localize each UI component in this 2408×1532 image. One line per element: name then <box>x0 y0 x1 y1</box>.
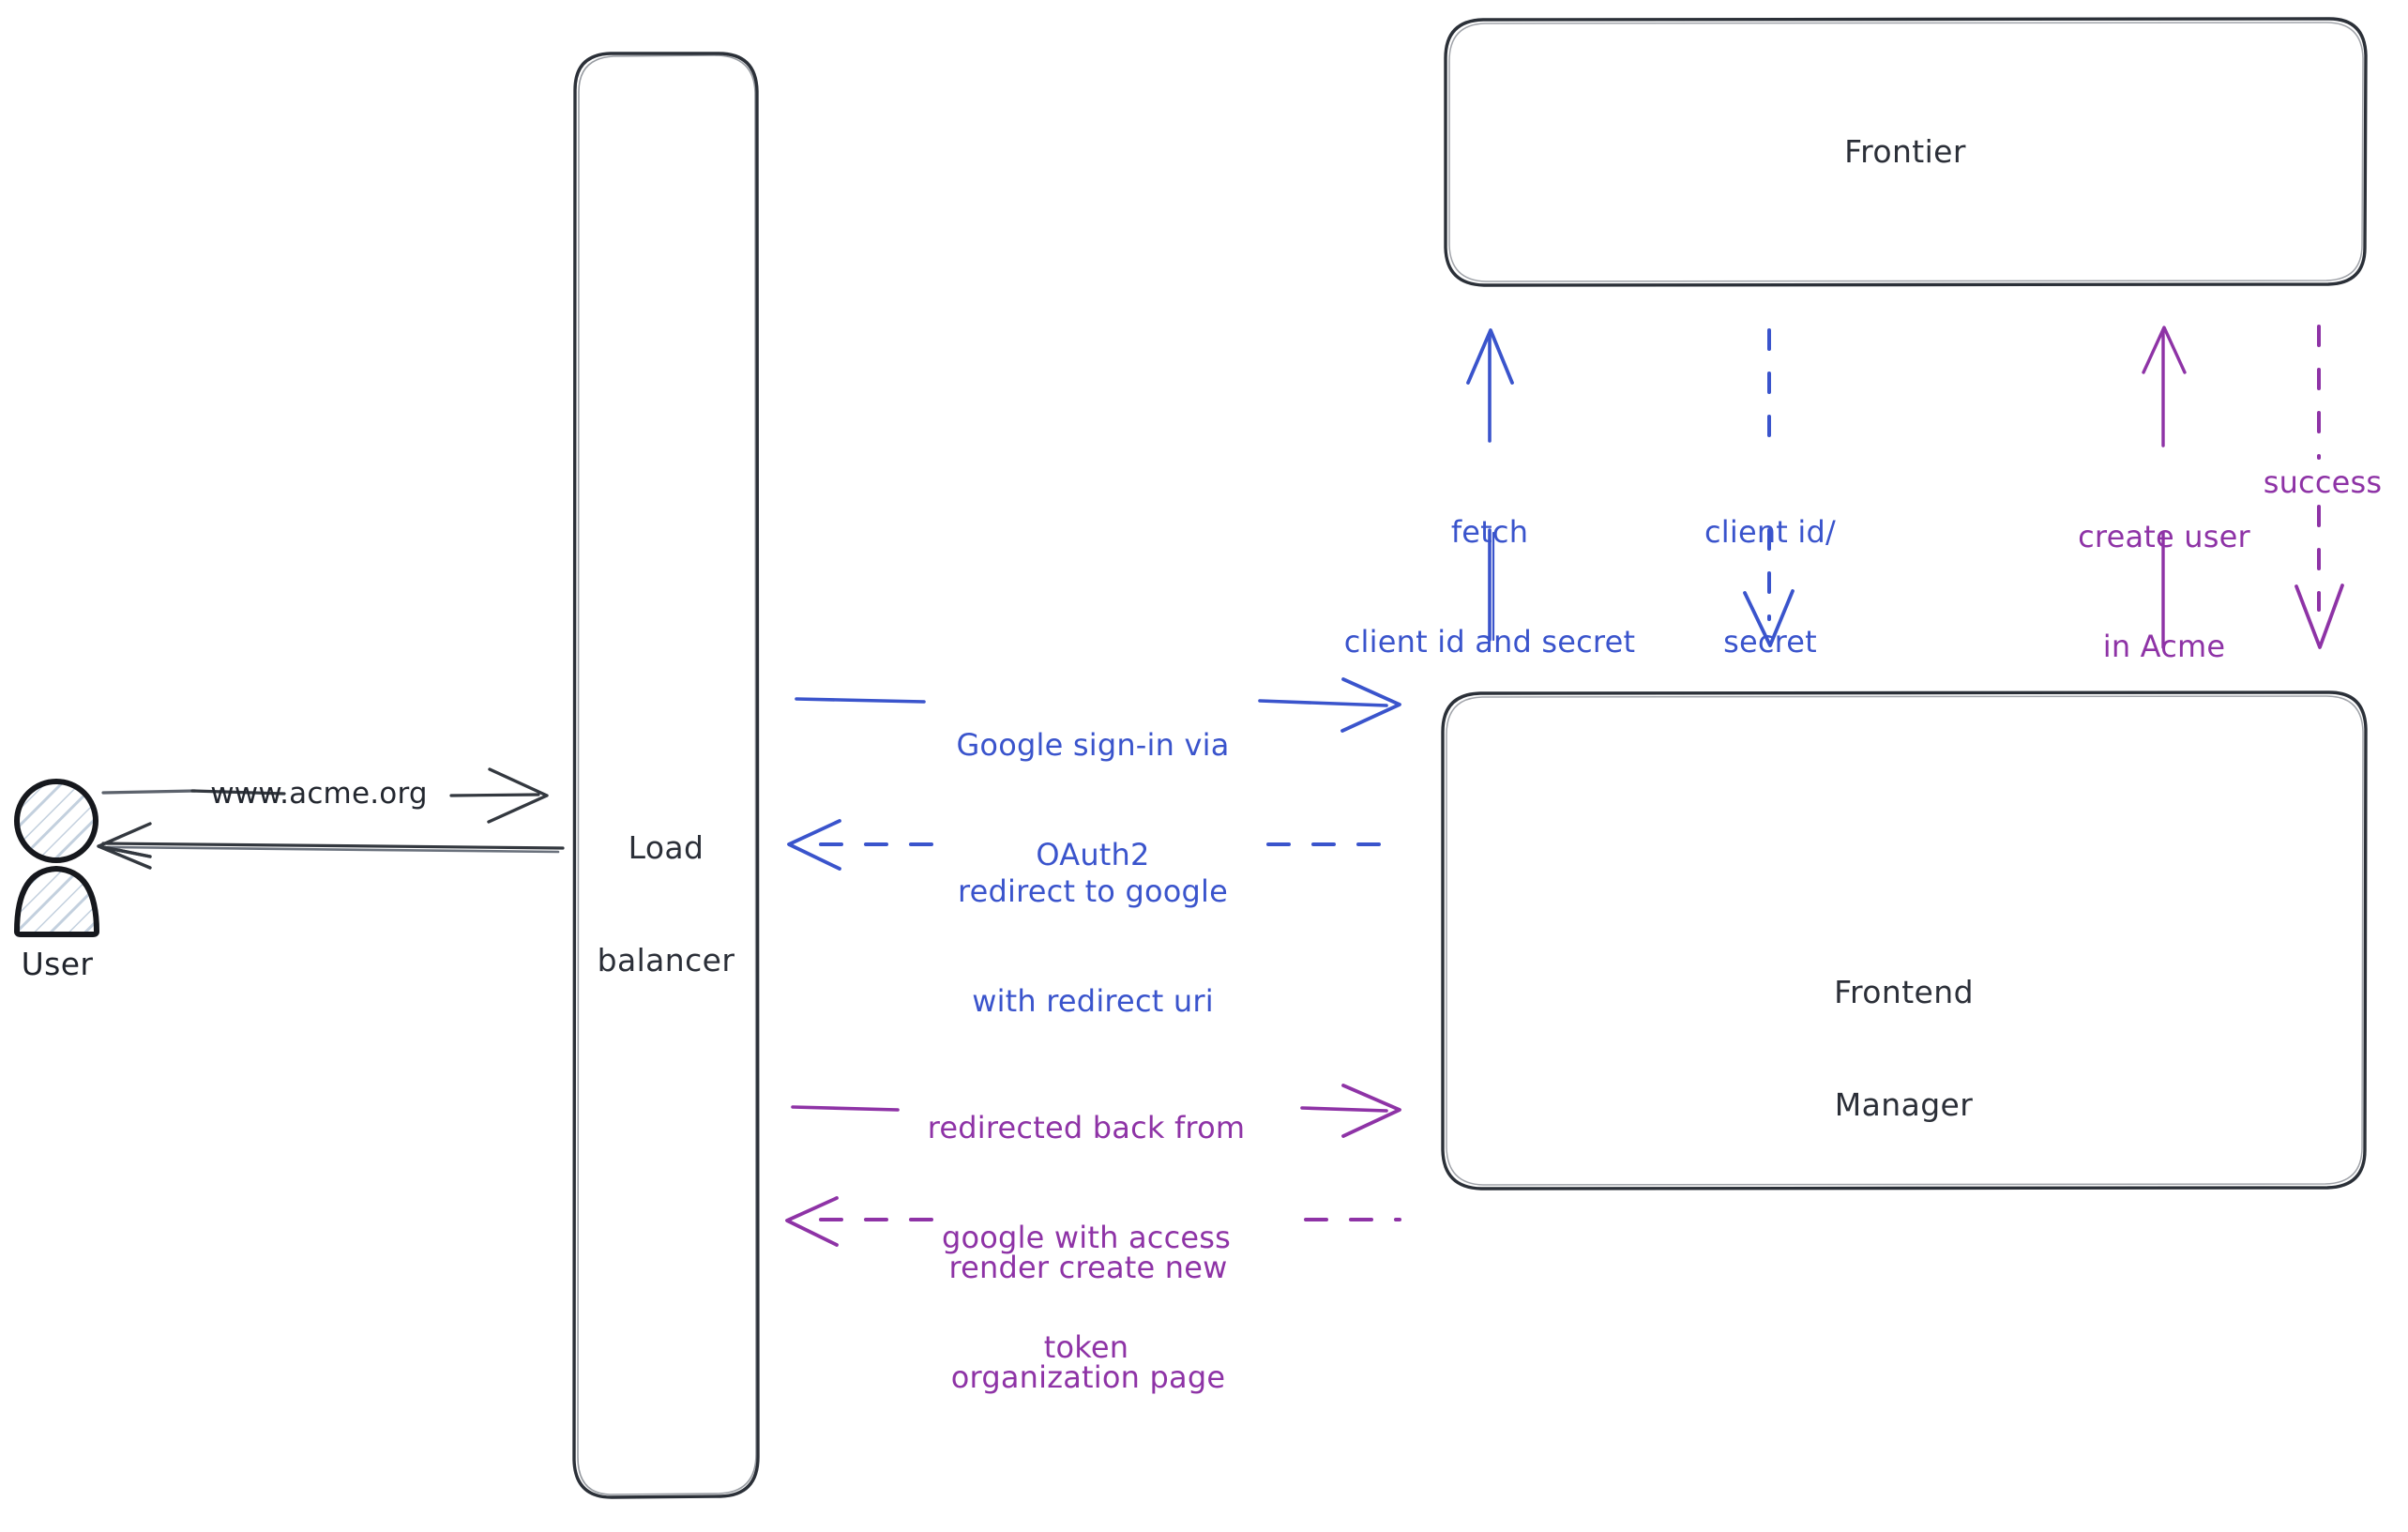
edge-user-to-lb <box>101 767 549 824</box>
node-load-balancer[interactable] <box>572 52 760 1499</box>
actor-user-icon <box>14 779 99 937</box>
edge-lb-to-fm-token <box>791 1084 1401 1138</box>
edge-lb-to-user <box>97 822 565 870</box>
edge-fm-to-frontier-fetch <box>1466 328 1514 642</box>
edge-fm-to-frontier-create <box>2142 326 2187 649</box>
node-frontend-manager[interactable] <box>1441 690 2368 1191</box>
edge-lb-to-fm-signin <box>795 677 1401 733</box>
edge-frontier-to-fm-success <box>2294 325 2344 649</box>
edge-frontier-to-fm-secret <box>1743 328 1795 647</box>
edge-fm-to-lb-render <box>785 1196 1401 1247</box>
node-frontier[interactable] <box>1444 17 2368 287</box>
edge-fm-to-lb-redirect <box>787 819 1401 871</box>
